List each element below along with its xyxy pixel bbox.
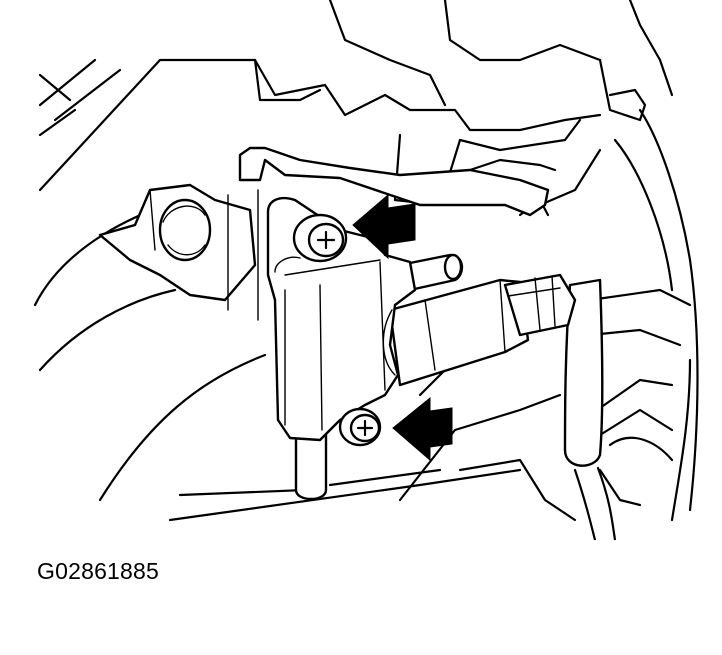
upper-mounting-bolt: [292, 213, 348, 263]
figure-id-label: G02861885: [37, 558, 160, 584]
left-mounting-bracket: [98, 183, 257, 302]
lower-frame-lines: [168, 288, 692, 522]
right-vertical-hose: [563, 278, 617, 540]
lower-bolt-arrow: [392, 396, 453, 462]
right-curved-tube: [613, 108, 699, 522]
vsv-body: [266, 196, 417, 442]
lower-mounting-bolt: [338, 407, 382, 447]
electrical-connector: [503, 273, 577, 337]
vsv-lower-stud: [294, 428, 328, 501]
vacuum-hose-nipple: [398, 253, 464, 292]
vsv-solenoid-cylinder: [388, 278, 530, 387]
vsv-support-bracket: [227, 146, 550, 321]
upper-bolt-arrow: [352, 193, 416, 260]
engine-background-structure: [38, 0, 674, 217]
vsv-mounting-illustration: [33, 0, 699, 540]
